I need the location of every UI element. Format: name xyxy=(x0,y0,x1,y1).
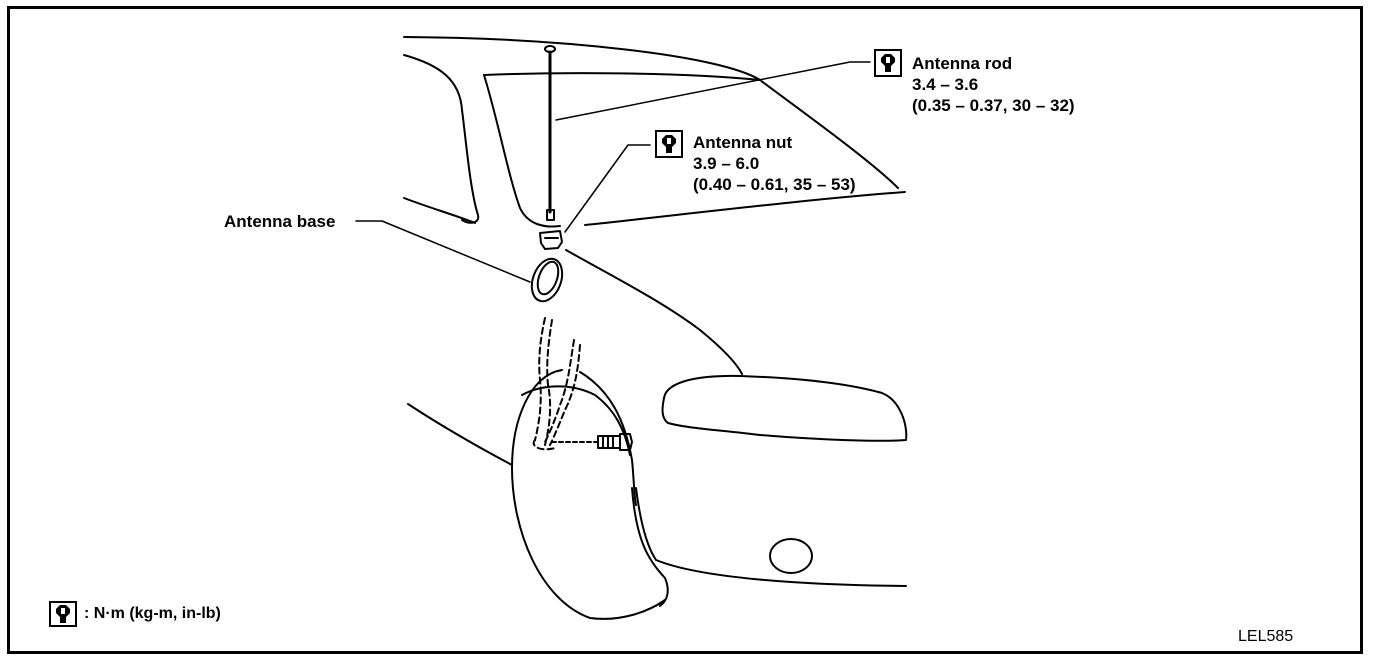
bumper-upper xyxy=(635,487,907,587)
leader-antenna-base xyxy=(355,220,531,283)
figure-id: LEL585 xyxy=(1238,628,1294,645)
bumper-lower xyxy=(631,487,669,607)
antenna-rod-name: Antenna rod xyxy=(912,54,1013,73)
antenna-cable xyxy=(534,317,546,441)
antenna-rod-conversions: (0.35 – 0.37, 30 – 32) xyxy=(912,96,1075,115)
antenna-nut-conversions: (0.40 – 0.61, 35 – 53) xyxy=(693,175,856,194)
torque-wrench-icon xyxy=(655,130,683,158)
wheel-arch-outer xyxy=(511,369,666,620)
leader-antenna-nut xyxy=(564,144,651,233)
windshield-inner xyxy=(483,72,761,81)
body-side-line xyxy=(407,403,513,466)
fender-top-line xyxy=(565,249,743,375)
headlamp xyxy=(661,374,908,442)
torque-wrench-icon xyxy=(49,601,77,627)
antenna-nut-torque: 3.9 – 6.0 xyxy=(693,154,760,173)
antenna-rod-tip xyxy=(544,45,556,53)
antenna-base xyxy=(530,257,564,303)
torque-wrench-icon xyxy=(874,49,902,77)
antenna-base-label: Antenna base xyxy=(224,212,336,231)
antenna-nut-name: Antenna nut xyxy=(693,133,793,152)
door-top-line xyxy=(403,197,476,224)
a-pillar xyxy=(483,74,561,228)
leader-antenna-rod xyxy=(555,61,871,121)
antenna-rod-callout: Antenna rod 3.4 – 3.6 (0.35 – 0.37, 30 –… xyxy=(912,53,1075,116)
fog-lamp xyxy=(769,538,813,574)
antenna-rod-torque: 3.4 – 3.6 xyxy=(912,75,979,94)
windshield-lower-edge xyxy=(584,191,906,226)
diagram-frame xyxy=(7,6,1363,654)
legend-text: : N·m (kg-m, in-lb) xyxy=(84,605,221,622)
antenna-nut-callout: Antenna nut 3.9 – 6.0 (0.40 – 0.61, 35 –… xyxy=(693,132,856,195)
roof-line xyxy=(403,36,899,189)
antenna-rod-base xyxy=(546,209,555,221)
door-frame-curve xyxy=(403,54,480,224)
antenna-nut xyxy=(539,230,563,250)
